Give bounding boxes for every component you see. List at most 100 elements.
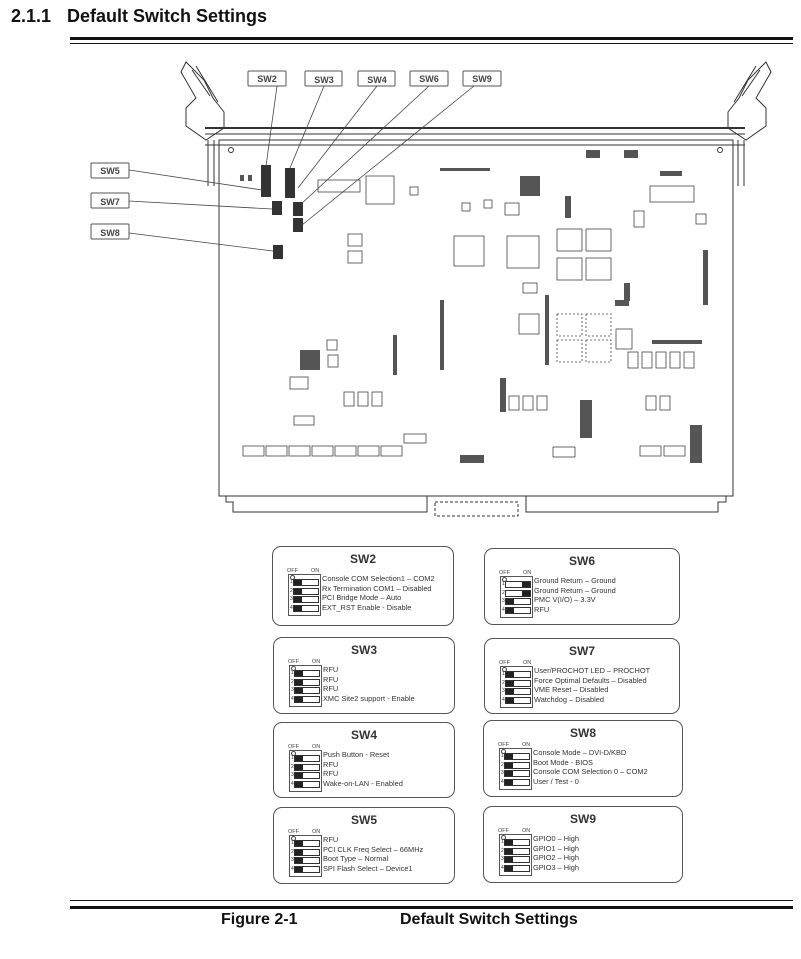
off-label: OFF (287, 568, 298, 574)
dip-position-number: 3 (502, 688, 505, 694)
dip-position-number: 3 (501, 770, 504, 776)
dip-position-number: 4 (291, 865, 294, 872)
dip-position-number: 2 (502, 589, 505, 596)
switch-setting: Console Mode – DVI-D/KBD (533, 748, 627, 757)
dip-knob-on (522, 582, 530, 587)
callout-sw2-label: SW2 (257, 74, 277, 84)
dip-knob-off (506, 599, 514, 604)
dip-knob-off (505, 771, 513, 776)
dip-knob-off (505, 840, 513, 845)
switch-setting: Ground Return – Ground (534, 576, 616, 585)
dip-position-3: 3 (290, 596, 319, 603)
dip-position-number: 4 (502, 606, 505, 613)
pin1-marker-icon (502, 577, 507, 582)
dip-position-4: 4 (502, 696, 531, 704)
pin1-marker-icon (291, 666, 296, 671)
dip-position-4: 4 (290, 604, 319, 612)
dip-position-number: 1 (502, 581, 505, 587)
dip-position-3: 3 (501, 856, 530, 863)
callout-sw2: SW2 (247, 70, 287, 87)
dip-position-number: 4 (291, 695, 294, 702)
switch-title: SW5 (350, 813, 377, 827)
off-label: OFF (499, 570, 510, 576)
switch-setting: Console COM Selection 0 – COM2 (533, 767, 648, 777)
callout-sw3: SW3 (304, 70, 343, 87)
dip-position-number: 1 (501, 753, 504, 759)
callout-sw5-label: SW5 (100, 166, 120, 176)
on-label: ON (312, 744, 321, 750)
callouts-left: SW5 SW7 SW8 (90, 162, 130, 240)
switch-setting: Boot Mode - BIOS (533, 757, 593, 767)
callout-sw7: SW7 (90, 192, 130, 209)
dip-position-number: 2 (291, 763, 294, 770)
callout-sw7-label: SW7 (100, 197, 120, 207)
on-label: ON (523, 660, 532, 666)
dip-position-number: 4 (501, 778, 504, 785)
callout-sw9: SW9 (462, 70, 502, 87)
switch-title: SW2 (349, 552, 376, 566)
dip-switch-graphic: 1 2 3 4 (289, 835, 322, 877)
dip-knob-off (506, 607, 514, 613)
off-label: OFF (498, 742, 509, 748)
pin1-marker-icon (502, 667, 507, 672)
on-label: ON (312, 659, 321, 665)
dip-knob-off (505, 848, 513, 854)
dip-knob-on (522, 590, 530, 596)
switch-setting: GPIO2 – High (533, 853, 580, 863)
dip-position-number: 3 (291, 687, 294, 693)
callout-sw3-label: SW3 (314, 75, 334, 85)
leader-lines (128, 85, 475, 252)
dip-knob-off (295, 781, 303, 787)
dip-position-2: 2 (501, 761, 530, 769)
dip-position-number: 2 (291, 848, 294, 855)
dip-knob-off (506, 697, 514, 703)
callouts-top: SW2 SW3 SW4 SW6 SW9 (247, 70, 502, 87)
dip-position-number: 3 (502, 598, 505, 604)
dip-position-number: 3 (291, 772, 294, 778)
callout-sw8: SW8 (90, 223, 130, 240)
dip-knob-off (505, 779, 513, 785)
switch-setting: XMC Site2 support - Enable (323, 693, 415, 703)
dip-position-1: 1 (291, 840, 320, 847)
figure-title: Default Switch Settings (400, 911, 578, 928)
callout-sw4: SW4 (357, 70, 396, 87)
switch-setting: Wake-on-LAN - Enabled (323, 778, 403, 788)
right-ejector-handle (727, 61, 772, 141)
callout-sw4-label: SW4 (367, 75, 387, 85)
off-label: OFF (288, 744, 299, 750)
switch-setting: EXT_RST Enable - Disable (322, 602, 412, 612)
dip-position-number: 1 (502, 671, 505, 677)
dip-knob-off (294, 580, 302, 585)
top-rule-thin (70, 43, 793, 44)
on-label: ON (312, 829, 321, 835)
pin1-marker-icon (291, 751, 296, 756)
switch-setting: Boot Type – Normal (323, 854, 389, 864)
dip-knob-off (505, 857, 513, 862)
dip-position-number: 1 (291, 840, 294, 846)
dip-position-number: 1 (291, 670, 294, 676)
off-label: OFF (288, 829, 299, 835)
dip-position-1: 1 (291, 670, 320, 677)
switch-setting: SPI Flash Select – Device1 (323, 863, 413, 873)
dip-position-number: 3 (291, 857, 294, 863)
dip-position-2: 2 (501, 847, 530, 855)
off-on-legend: OFF ON (288, 829, 320, 835)
dip-knob-off (295, 696, 303, 702)
bottom-rule-thick (70, 906, 793, 909)
on-label: ON (522, 828, 531, 834)
dip-position-2: 2 (291, 763, 320, 771)
dip-knob-off (506, 689, 514, 694)
